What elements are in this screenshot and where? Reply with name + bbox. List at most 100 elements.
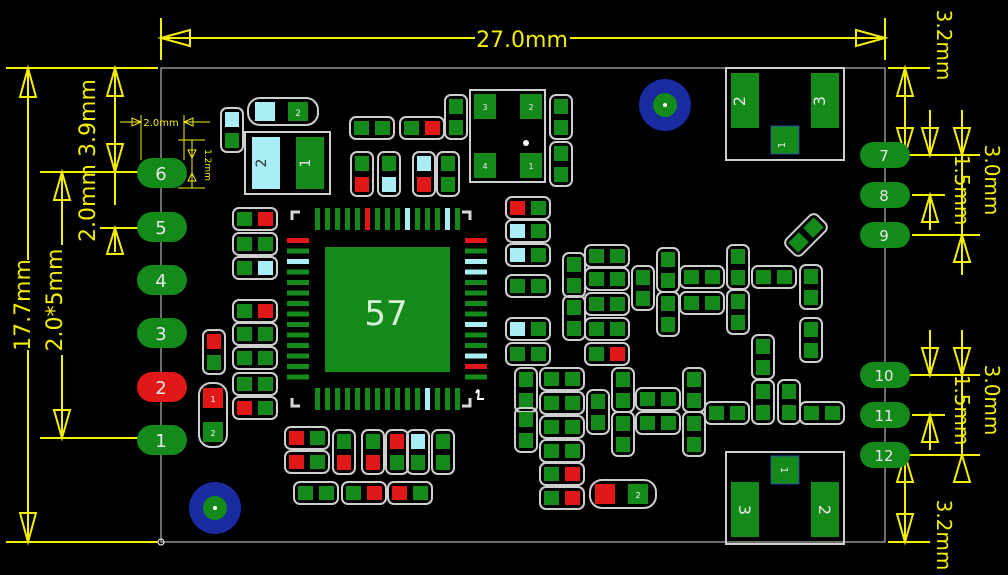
right-pitch-bottom-label: 1.5mm xyxy=(950,375,974,446)
passive-component xyxy=(584,317,630,341)
left-pin-4-label: 4 xyxy=(155,271,166,292)
chip-pin xyxy=(365,208,370,230)
mounting-via-bottom xyxy=(189,482,241,534)
chip-pin xyxy=(445,388,450,410)
rotated-component xyxy=(784,213,828,257)
chip-pin xyxy=(465,311,487,317)
passive-component xyxy=(635,387,681,411)
chip-thermal-pad xyxy=(325,247,450,372)
left-pin-6: 6 xyxy=(137,158,187,188)
right-pin-column: 7 8 9 10 11 12 xyxy=(860,142,910,468)
right-bottom-label: 3.2mm xyxy=(932,500,956,571)
right-pin-7: 7 xyxy=(860,142,910,168)
right-pitch-top-label: 1.5mm xyxy=(950,155,974,226)
passive-component xyxy=(751,265,797,289)
left-pin-5: 5 xyxy=(137,212,187,242)
chip-pin xyxy=(405,388,410,410)
passive-component xyxy=(539,415,585,439)
passive-component xyxy=(332,429,356,475)
right-pin-10-label: 10 xyxy=(874,367,893,385)
chip-pin xyxy=(455,208,460,230)
sot-pad-4: 4 xyxy=(482,162,487,171)
passive-component xyxy=(539,439,585,463)
passive-component xyxy=(751,334,775,380)
left-diode: 1 2 xyxy=(198,382,228,448)
left-pin-3-label: 3 xyxy=(155,324,166,345)
passive-component xyxy=(444,94,468,140)
passive-component xyxy=(539,391,585,415)
connector-bottom: 1 3 2 xyxy=(725,451,845,545)
left-pin-2: 2 xyxy=(137,372,187,402)
passive-component xyxy=(549,141,573,187)
passive-component xyxy=(202,329,226,375)
chip-pin xyxy=(287,343,309,348)
bottom-diode-pad-2: 2 xyxy=(635,491,640,500)
passive-component xyxy=(539,462,585,486)
chip-pin xyxy=(385,208,390,230)
passive-component xyxy=(232,346,278,370)
chip-pin xyxy=(465,301,487,306)
passive-component xyxy=(505,317,551,341)
sot-pad-1: 1 xyxy=(528,162,533,171)
top-small-chip-pad-2: 2 xyxy=(295,109,301,119)
chip-pin xyxy=(315,388,320,410)
passive-component xyxy=(399,116,445,140)
chip-pin xyxy=(355,208,360,230)
right-group-bottom-label: 3.0mm xyxy=(980,365,1004,436)
tall-capacitor: 2 1 xyxy=(244,131,331,195)
passive-component xyxy=(611,411,635,457)
chip-pin xyxy=(287,248,309,254)
connector-top-pad-1: 1 xyxy=(777,142,788,148)
passive-component xyxy=(406,429,430,475)
passive-component xyxy=(751,379,775,425)
chip-pin xyxy=(287,238,309,243)
chip-pin xyxy=(375,388,380,410)
passive-component xyxy=(377,151,401,197)
sot-package: 3 2 4 1 xyxy=(469,89,546,183)
chip-pin xyxy=(455,388,460,410)
chip-pin xyxy=(435,388,440,410)
passive-component xyxy=(293,481,339,505)
chip-pin xyxy=(287,259,309,264)
passive-component xyxy=(539,367,585,391)
chip-pin xyxy=(287,280,309,285)
chip-pin xyxy=(345,208,350,230)
top-offset-label: 3.9mm xyxy=(76,79,101,157)
passive-component xyxy=(284,426,330,450)
connector-top-pad-3: 3 xyxy=(810,96,829,106)
sot-pad-2: 2 xyxy=(528,103,533,112)
passive-component xyxy=(361,429,385,475)
connector-top: 2 3 1 xyxy=(725,67,845,161)
passive-component xyxy=(505,342,551,366)
right-pin-12-label: 12 xyxy=(874,447,893,465)
chip-pin xyxy=(355,388,360,410)
right-pin-8-label: 8 xyxy=(879,187,889,205)
passive-component xyxy=(350,151,374,197)
chip-pin xyxy=(335,388,340,410)
passive-component xyxy=(682,411,706,457)
left-pin-5-label: 5 xyxy=(155,218,166,239)
passive-component xyxy=(232,372,278,396)
chip-bottom-pins xyxy=(315,388,460,410)
passive-component xyxy=(799,264,823,310)
passive-component xyxy=(631,265,655,311)
passive-component xyxy=(505,243,551,267)
right-pin-11: 11 xyxy=(860,402,910,428)
left-pin-3: 3 xyxy=(137,318,187,348)
chip-pin xyxy=(465,290,487,296)
passive-component xyxy=(726,289,750,335)
passive-component xyxy=(284,450,330,474)
pad-width-label: 2.0mm xyxy=(143,118,178,129)
chip-pin xyxy=(465,364,487,369)
chip-top-pins xyxy=(315,208,460,230)
passive-component xyxy=(385,429,409,475)
width-dimension-label: 27.0mm xyxy=(476,28,568,53)
passive-component xyxy=(656,247,680,293)
passive-component xyxy=(679,291,725,315)
chip-pin xyxy=(365,388,370,410)
chip-pin xyxy=(385,388,390,410)
right-group-top-label: 3.0mm xyxy=(980,145,1004,216)
chip-pin xyxy=(465,332,487,338)
chip-pin xyxy=(287,322,309,327)
